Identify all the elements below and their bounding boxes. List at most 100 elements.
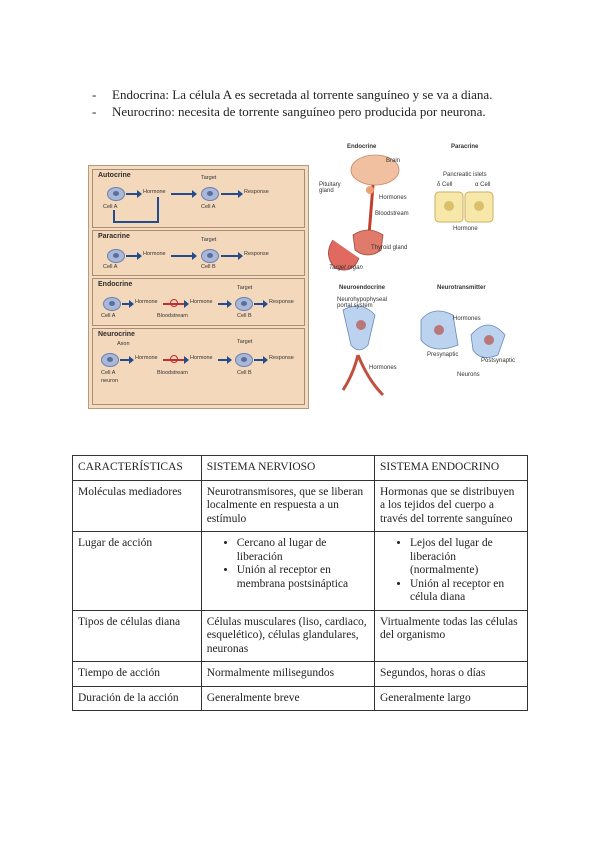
portal-label: Neurohypophyseal portal system: [337, 297, 388, 309]
bullet-text: Endocrina: La célula A es secretada al t…: [112, 87, 493, 102]
arrow-icon: [218, 300, 232, 308]
cell-a-label: Cell A: [101, 313, 116, 319]
table-cell: Generalmente breve: [200, 685, 375, 711]
arrow-icon: [221, 190, 243, 198]
neurons-label: Neurons: [457, 372, 480, 378]
arrow-icon: [126, 252, 142, 260]
row-label: Tiempo de acción: [72, 661, 202, 687]
target-organ-label: Target organ: [329, 265, 363, 271]
panel-title: Autocrine: [98, 172, 131, 179]
arrow-icon: [120, 356, 134, 364]
loop-arrow-icon: [157, 197, 159, 223]
arrow-icon: [254, 300, 268, 308]
row-label: Duración de la acción: [72, 685, 202, 711]
neuroendocrine-title: Neuroendocrine: [339, 285, 386, 291]
bullet-list: Lejos del lugar de liberación (normalmen…: [380, 537, 522, 605]
panel-title: Endocrine: [98, 281, 133, 288]
endocrine-anatomy-figure: Endocrine Brain Pituitary gland Hormones…: [313, 140, 515, 410]
table-cell: Segundos, horas o días: [373, 661, 529, 687]
table-cell: Lejos del lugar de liberación (normalmen…: [373, 531, 529, 611]
panel-paracrine: Paracrine Hormone Target Response Cell A…: [92, 230, 305, 276]
cell-target-icon: [235, 297, 253, 311]
axon-label: Axon: [117, 341, 130, 347]
hormone-label: Hormone: [135, 355, 158, 361]
cell-target-label: Cell B: [201, 264, 216, 270]
list-item: Unión al receptor en membrana postsinápt…: [237, 564, 369, 591]
hormone-label: Hormone: [190, 355, 213, 361]
neuron-cell-icon: [101, 353, 119, 367]
paracrine-title: Paracrine: [451, 144, 479, 150]
target-label: Target: [201, 175, 217, 181]
cell-target-label: Cell A: [201, 204, 216, 210]
response-label: Response: [269, 355, 294, 361]
list-item: Unión al receptor en célula diana: [410, 578, 522, 605]
target-label: Target: [237, 339, 253, 345]
delta-cell-label: δ Cell: [437, 182, 453, 188]
panel-neurocrine: Neurocrine Axon Hormone Hormone Target R…: [92, 328, 305, 405]
cell-target-label: Cell B: [237, 370, 252, 376]
cell-a-icon: [107, 249, 125, 263]
table-cell: Hormonas que se distribuyen a los tejido…: [373, 479, 529, 532]
table-cell: Normalmente milisegundos: [200, 661, 375, 687]
neurotransmitter-hormones-label: Hormones: [453, 316, 481, 322]
panel-title: Paracrine: [98, 233, 130, 240]
cell-target-label: Cell B: [237, 313, 252, 319]
hormone-label: Hormone: [143, 189, 166, 195]
table-cell: Células musculares (liso, cardiaco, esqu…: [200, 609, 375, 662]
neurotransmitter-title: Neurotransmitter: [437, 285, 486, 291]
arrow-icon: [254, 356, 268, 364]
bullet-text: Neurocrino: necesita de torrente sanguín…: [112, 104, 486, 119]
bullet-list: - Endocrina: La célula A es secretada al…: [92, 86, 492, 120]
response-label: Response: [244, 189, 269, 195]
signaling-types-figure: Autocrine Hormone Target Response Cell A…: [88, 165, 309, 409]
target-label: Target: [237, 285, 253, 291]
table-cell: Generalmente largo: [373, 685, 529, 711]
neuron-label: neuron: [101, 378, 119, 384]
arrow-icon: [171, 190, 197, 198]
response-label: Response: [269, 299, 294, 305]
presynaptic-label: Presynaptic: [427, 352, 459, 358]
row-label: Lugar de acción: [72, 531, 202, 611]
table-row: Tipos de células diana Células musculare…: [72, 609, 529, 662]
arrow-icon: [122, 300, 134, 308]
bloodstream-icon: [170, 355, 178, 363]
bullet-dash: -: [92, 104, 97, 119]
thyroid-icon: [352, 229, 384, 256]
bullet-item: - Neurocrino: necesita de torrente sangu…: [92, 103, 492, 120]
bullet-item: - Endocrina: La célula A es secretada al…: [92, 86, 492, 103]
bullet-dash: -: [92, 87, 97, 102]
cell-a-label: Cell A: [103, 264, 118, 270]
bloodstream-icon: [170, 299, 178, 307]
comparison-table: CARACTERÍSTICAS SISTEMA NERVIOSO SISTEMA…: [72, 455, 529, 711]
arrow-icon: [126, 190, 142, 198]
arrow-icon: [171, 252, 197, 260]
brain-icon: [350, 154, 400, 186]
list-item: Lejos del lugar de liberación (normalmen…: [410, 537, 522, 578]
cell-a-icon: [107, 187, 125, 201]
pituitary-icon: [366, 186, 374, 194]
header-cell: SISTEMA ENDOCRINO: [373, 455, 529, 481]
cell-a-label: Cell A: [101, 370, 116, 376]
cell-target-icon: [201, 187, 219, 201]
pituitary-label: Pituitary gland: [319, 182, 341, 194]
header-cell: SISTEMA NERVIOSO: [200, 455, 375, 481]
table-cell: Cercano al lugar de liberación Unión al …: [200, 531, 375, 611]
panel-autocrine: Autocrine Hormone Target Response Cell A…: [92, 169, 305, 228]
table-cell: Virtualmente todas las células del organ…: [373, 609, 529, 662]
hormone-label: Hormone: [190, 299, 213, 305]
target-label: Target: [201, 237, 217, 243]
table-row: Tiempo de acción Normalmente milisegundo…: [72, 661, 529, 687]
bloodstream-label: Bloodstream: [375, 211, 409, 217]
neuroendocrine-hormones-label: Hormones: [369, 365, 397, 371]
table-cell: Neurotransmisores, que se liberan localm…: [200, 479, 375, 532]
loop-arrow-icon: [113, 221, 159, 223]
brain-label: Brain: [386, 158, 401, 164]
list-item: Cercano al lugar de liberación: [237, 537, 369, 564]
table-row: Duración de la acción Generalmente breve…: [72, 685, 529, 711]
cell-target-icon: [201, 249, 219, 263]
alpha-cell-label: α Cell: [475, 182, 491, 188]
row-label: Moléculas mediadores: [72, 479, 202, 532]
cell-a-label: Cell A: [103, 204, 118, 210]
endocrine-title: Endocrine: [347, 144, 377, 150]
paracrine-hormone-label: Hormone: [453, 226, 478, 232]
